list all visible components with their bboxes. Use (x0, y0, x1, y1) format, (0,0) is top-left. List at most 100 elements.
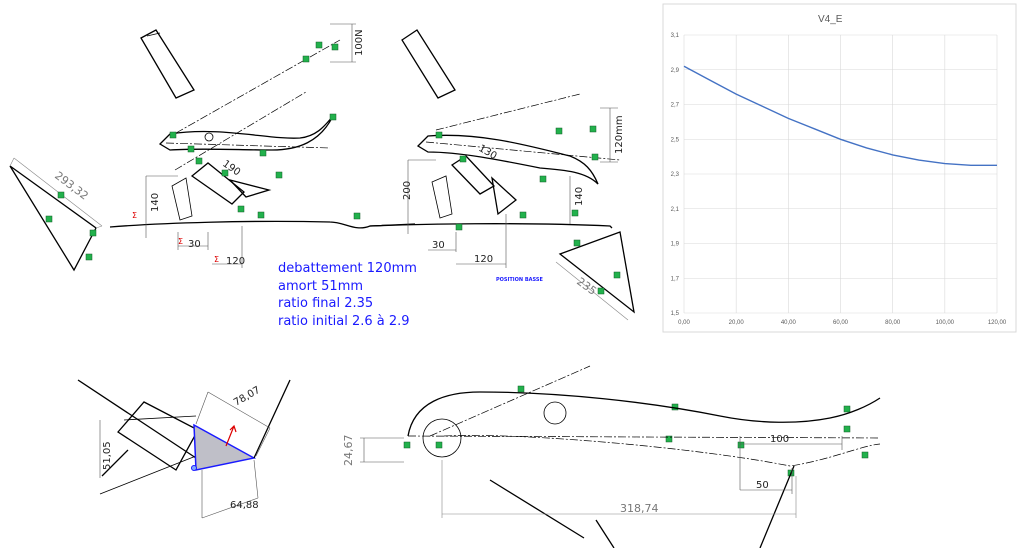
constraint-marker (275, 171, 283, 179)
chart-series-line (683, 65, 997, 166)
swing-arm-right (416, 134, 599, 185)
constraint-marker (403, 441, 411, 449)
constraint-marker (455, 223, 463, 231)
left-frame-triangle (9, 165, 97, 272)
constraint-marker (85, 253, 93, 261)
dim318-lines (441, 460, 797, 518)
centerline-left-3 (174, 91, 307, 171)
constraint-marker (331, 43, 339, 51)
shock-body-right (401, 29, 456, 99)
ground-line-right (369, 223, 613, 229)
constraint-marker (45, 215, 53, 223)
constraint-marker (315, 41, 323, 49)
note-line-2: amort 51mm (278, 279, 363, 294)
centerline-right-1 (435, 93, 581, 131)
constraint-marker (237, 205, 245, 213)
dim140-lines-left (145, 175, 178, 238)
shock-body-left (140, 29, 195, 99)
red-marker-left-1: Σ (132, 211, 137, 220)
triangle-right (491, 176, 518, 216)
dim-24: 24,67 (342, 435, 355, 467)
design-notes: debattement 120mm amort 51mm ratio final… (278, 261, 417, 329)
shock-lower-left (171, 177, 193, 221)
dim-78: 78,07 (232, 385, 262, 409)
constraint-marker (435, 441, 443, 449)
constraint-marker (353, 212, 361, 220)
chart-y-tick-label: 1,5 (671, 311, 680, 317)
dim120-lines-right (456, 214, 507, 268)
dim-120mm-right: 120mm (614, 115, 625, 154)
red-marker-left-2: Σ (178, 237, 183, 246)
detail-left-arm (77, 379, 199, 477)
detail-right-swing-arm (407, 391, 881, 437)
dim-30-right: 30 (432, 240, 445, 251)
chart-frame (662, 3, 1017, 333)
constraint-marker (435, 131, 443, 139)
constraint-marker (555, 127, 563, 135)
constraint-marker (257, 211, 265, 219)
detail-left-axis (99, 415, 197, 495)
dim-30-left: 30 (188, 239, 201, 250)
detail-bottom-left: 78,07 51,05 64,88 (77, 379, 291, 519)
centerline-left-1 (175, 39, 341, 134)
sketch-top-left: 100N 140 190 30 120 Σ Σ Σ 293,32 (9, 23, 416, 272)
constraint-marker (573, 239, 581, 247)
dim120mm-lines (600, 107, 618, 163)
chart-title: V4_E (818, 14, 843, 25)
dim-50: 50 (756, 480, 769, 491)
shock-inner-left (146, 32, 161, 37)
dim200-lines-right (407, 159, 436, 234)
chart-x-tick-label: 80,00 (885, 320, 901, 326)
chart-x-tick-label: 60,00 (833, 320, 849, 326)
dim50-lines (740, 468, 793, 494)
detail-left-point (191, 465, 197, 471)
detail-right-lower-link (489, 479, 615, 548)
dim-51: 51,05 (102, 441, 113, 470)
right-frame-triangle (558, 231, 635, 314)
chart-y-tick-label: 1,7 (671, 276, 680, 282)
constraint-marker (187, 145, 195, 153)
constraint-marker (737, 441, 745, 449)
triangle-left (227, 178, 272, 198)
detail-left-triangle (193, 423, 257, 471)
note-line-3: ratio final 2.35 (278, 296, 373, 311)
dim235-lines (555, 261, 629, 321)
dim100-lines (739, 436, 843, 490)
chart-x-tick-label: 20,00 (729, 320, 745, 326)
constraint-marker (597, 287, 605, 295)
chart-x-tick-label: 40,00 (781, 320, 797, 326)
detail-left-link (253, 379, 291, 459)
sketch-top-right: 120mm 130 140 200 30 120 POSITION BASSE … (369, 29, 635, 321)
dim-120-left: 120 (226, 256, 245, 267)
chart-y-tick-label: 2,3 (671, 172, 680, 178)
dim30-lines-left (177, 232, 209, 250)
constraint-marker (57, 191, 65, 199)
chart-y-ticks: 1,51,71,92,12,32,52,72,93,1 (671, 33, 680, 317)
constraint-marker (195, 157, 203, 165)
chart-y-tick-label: 2,7 (671, 103, 680, 109)
constraint-markers (45, 41, 869, 477)
constraint-marker (861, 451, 869, 459)
constraint-marker (843, 425, 851, 433)
red-marker-left-3: Σ (214, 255, 219, 264)
constraint-marker (329, 113, 337, 121)
detail-right-centerline-3 (429, 365, 591, 437)
linkage-left (190, 162, 245, 205)
chart-x-tick-label: 100,00 (936, 320, 955, 326)
dim-100: 100 (770, 434, 789, 445)
constraint-marker (459, 155, 467, 163)
ground-line-left (109, 220, 416, 229)
constraint-marker (89, 229, 97, 237)
dim-200-right: 200 (402, 181, 413, 200)
dim64-lines (201, 459, 259, 519)
chart-y-tick-label: 2,1 (671, 207, 680, 213)
detail-right-circle (543, 401, 567, 425)
note-line-4: ratio initial 2.6 à 2.9 (278, 314, 410, 329)
chart-y-tick-label: 1,9 (671, 242, 680, 248)
dim-force-left: 100N (354, 29, 365, 56)
note-line-1: debattement 120mm (278, 261, 417, 276)
constraint-marker (259, 149, 267, 157)
dim-64: 64,88 (230, 500, 259, 511)
force-dim-lines-left (330, 23, 356, 63)
